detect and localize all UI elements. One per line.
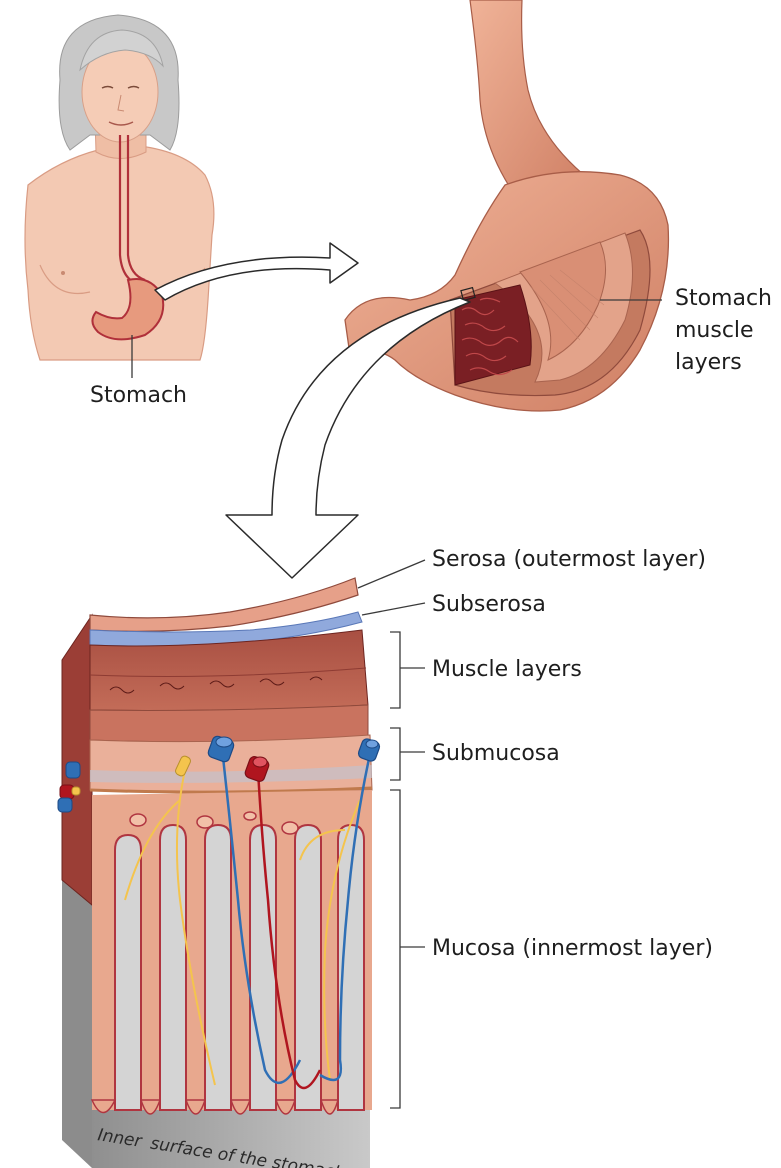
- stomach-muscle-layers-line3: layers: [675, 350, 742, 375]
- serosa-label: Serosa (outermost layer): [432, 547, 706, 572]
- stomach-wall-section: Inner surface of the stomach: [58, 578, 381, 1168]
- submucosa-label: Submucosa: [432, 741, 560, 766]
- stomach-label: Stomach: [90, 383, 187, 408]
- mucosa-label: Mucosa (innermost layer): [432, 936, 713, 961]
- subserosa-label: Subserosa: [432, 592, 546, 617]
- muscle-layers-label: Muscle layers: [432, 657, 582, 682]
- stomach-muscle-layers-line1: Stomach: [675, 286, 772, 311]
- woman-figure: [25, 15, 214, 378]
- stomach-muscle-layers-line2: muscle: [675, 318, 754, 343]
- stomach-illustration: [345, 0, 668, 411]
